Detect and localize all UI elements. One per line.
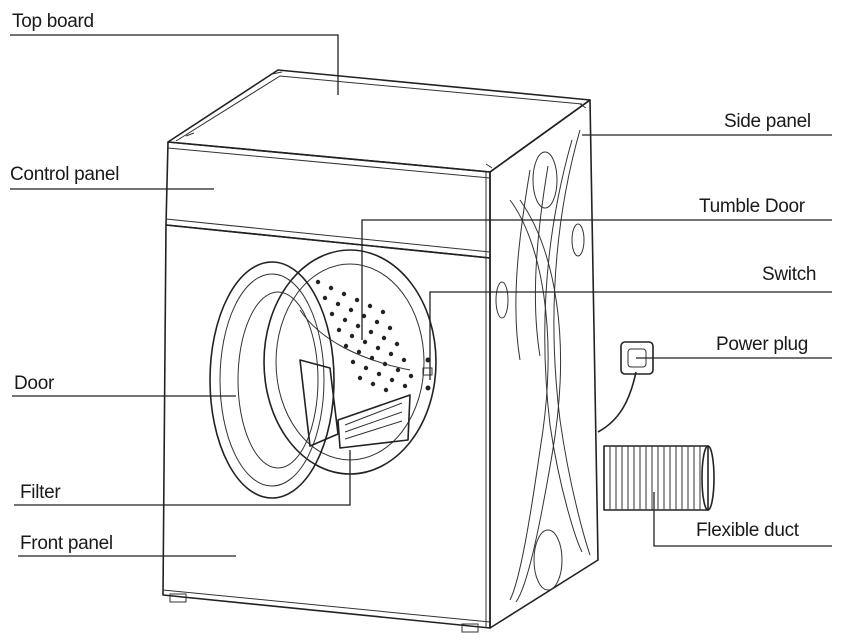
label-front-panel: Front panel <box>20 533 113 554</box>
drum-perforation <box>315 279 414 393</box>
flexible-duct-shape <box>603 445 715 511</box>
perforation-hole <box>380 309 386 315</box>
label-tumble-door: Tumble Door <box>699 196 806 217</box>
label-control-panel: Control panel <box>10 164 119 185</box>
leader-lines <box>10 34 832 557</box>
leader-switch <box>429 291 832 380</box>
perforation-hole <box>388 351 394 357</box>
control-panel-shape <box>165 141 491 259</box>
label-flexible-duct: Flexible duct <box>696 520 800 541</box>
perforation-hole <box>389 377 395 383</box>
perforation-hole <box>370 381 376 387</box>
perforation-hole <box>368 329 374 335</box>
front-panel-shape <box>162 224 491 629</box>
perforation-hole <box>328 285 334 291</box>
leader-tumble-door <box>361 219 832 340</box>
perforation-hole <box>322 295 328 301</box>
perforation-hole <box>356 349 362 355</box>
perforation-hole <box>367 303 373 309</box>
perforation-hole <box>383 387 389 393</box>
perforation-hole <box>343 343 349 349</box>
power-plug-shape <box>597 341 654 433</box>
perforation-hole <box>363 365 369 371</box>
label-switch: Switch <box>762 264 816 285</box>
leader-filter <box>14 450 351 506</box>
perforation-hole <box>348 307 354 313</box>
perforation-hole <box>381 335 387 341</box>
perforation-hole <box>361 313 367 319</box>
leader-top-board <box>10 34 339 95</box>
perforation-hole <box>315 279 321 285</box>
dryer-cabinet <box>162 69 599 633</box>
perforation-hole <box>374 319 380 325</box>
side-panel-shape <box>489 99 599 629</box>
tumble-door-opening <box>263 249 437 475</box>
perforation-hole <box>408 373 414 379</box>
label-filter: Filter <box>20 482 61 503</box>
perforation-hole <box>357 375 363 381</box>
perforation-hole <box>329 311 335 317</box>
label-top-board: Top board <box>12 11 94 32</box>
perforation-hole <box>401 357 407 363</box>
perforation-hole <box>402 383 408 389</box>
perforation-hole <box>335 301 341 307</box>
perforation-hole <box>375 345 381 351</box>
perforation-hole <box>336 327 342 333</box>
filter-shape <box>337 394 411 449</box>
perforation-hole <box>395 367 401 373</box>
perforation-hole <box>376 371 382 377</box>
perforation-hole <box>394 341 400 347</box>
perforation-hole <box>350 359 356 365</box>
perforation-hole <box>354 297 360 303</box>
perforation-hole <box>382 361 388 367</box>
perforation-hole <box>349 333 355 339</box>
door-shape <box>209 261 339 499</box>
perforation-hole <box>387 325 393 331</box>
leader-flexible-duct <box>653 492 832 547</box>
perforation-hole <box>362 339 368 345</box>
perforation-hole <box>342 317 348 323</box>
perforation-hole <box>341 291 347 297</box>
perforation-hole <box>369 355 375 361</box>
label-door: Door <box>14 373 55 394</box>
label-power-plug: Power plug <box>716 334 808 355</box>
perforation-hole <box>355 323 361 329</box>
label-side-panel: Side panel <box>724 111 811 132</box>
